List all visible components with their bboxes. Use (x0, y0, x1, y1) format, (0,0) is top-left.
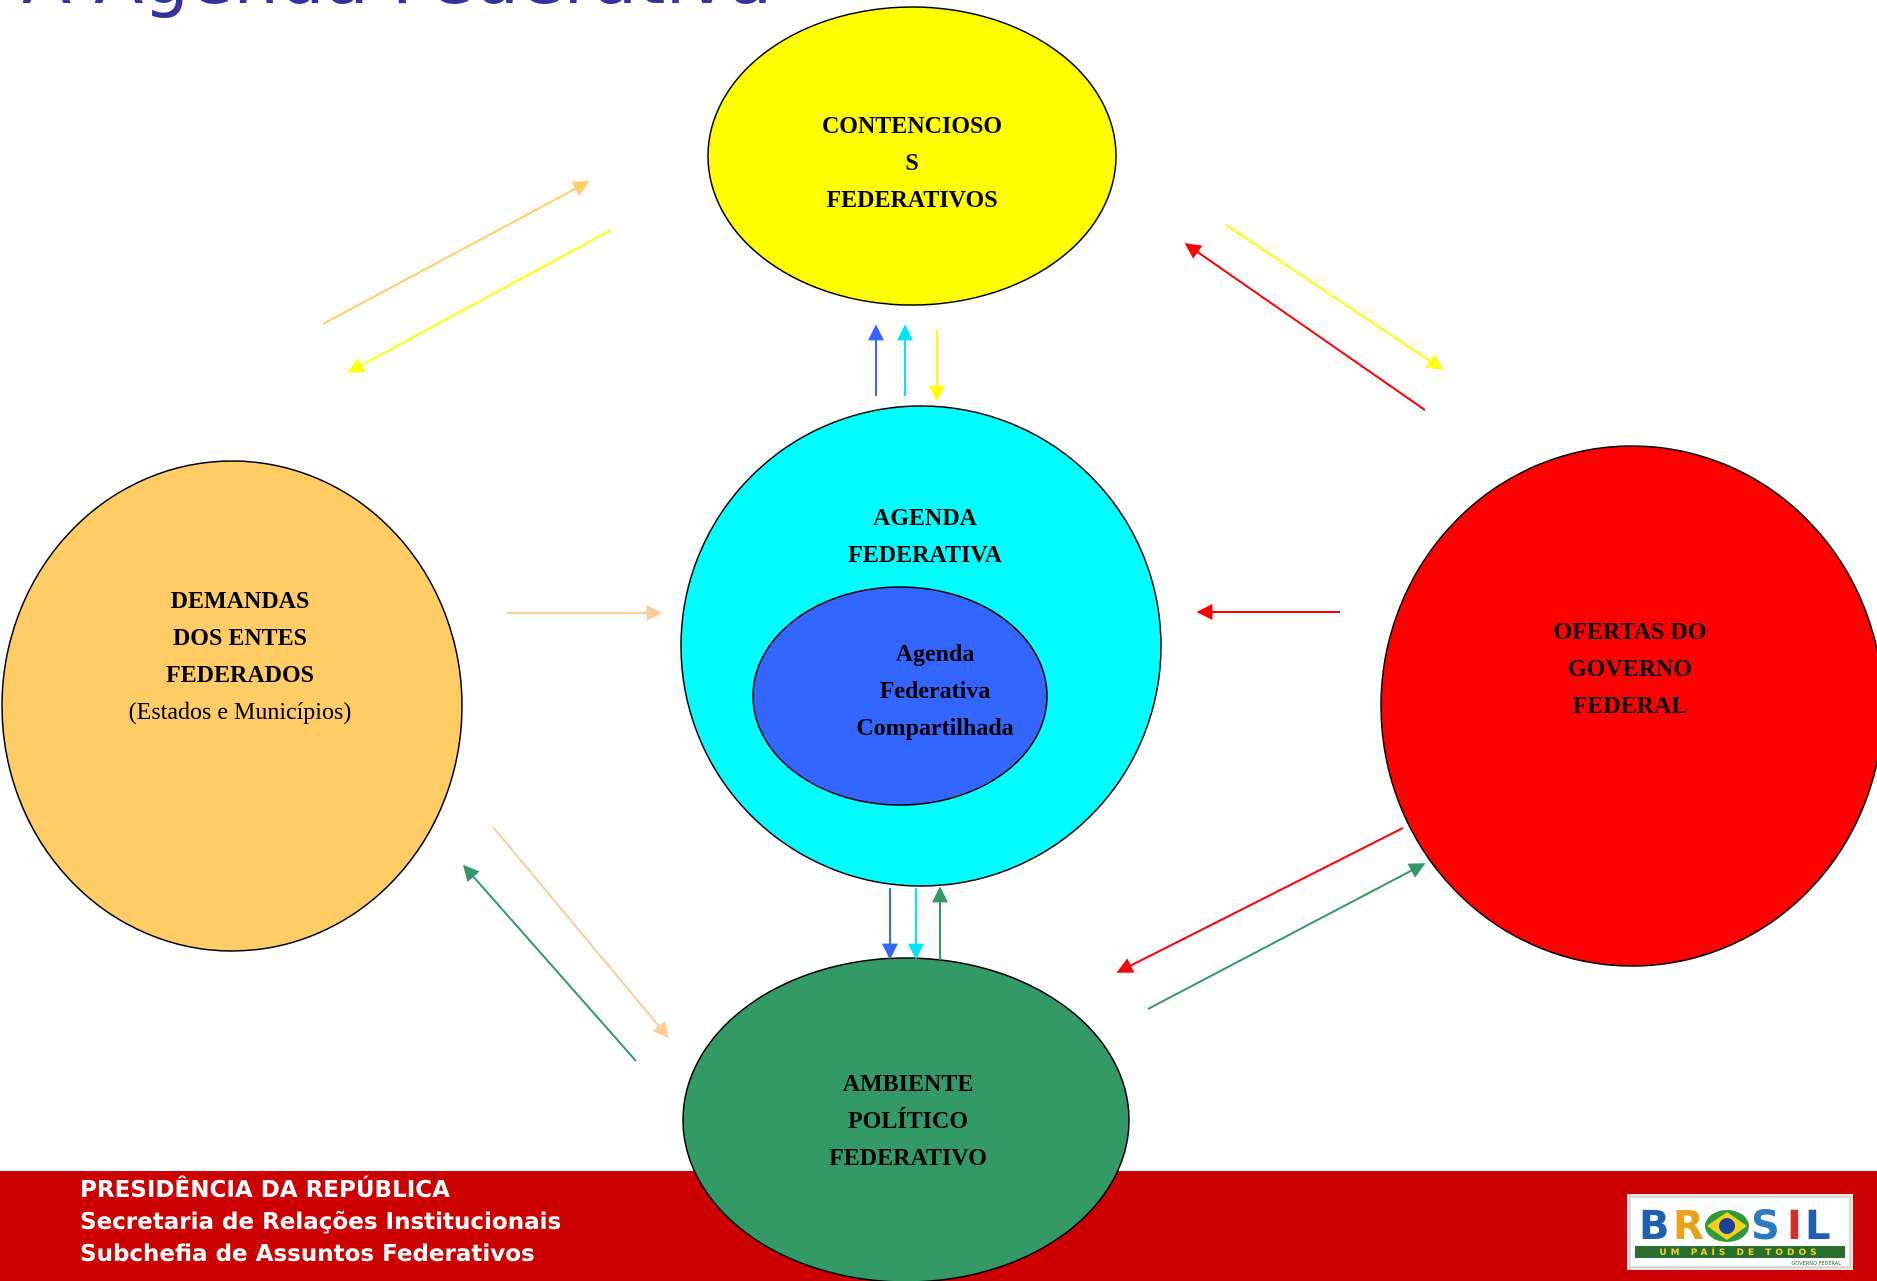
footer-text: PRESIDÊNCIA DA REPÚBLICA Secretaria de R… (80, 1174, 561, 1270)
footer-line-presidencia: PRESIDÊNCIA DA REPÚBLICA (80, 1177, 450, 1203)
agenda-label: AGENDA FEDERATIVA (848, 505, 1002, 568)
ambiente-label: AMBIENTE POLÍTICO FEDERATIVO (829, 1071, 987, 1171)
agenda-inner-label: Agenda Federativa Compartilhada (856, 641, 1014, 741)
svg-text:I: I (1787, 1203, 1802, 1249)
arrow-ofertas-to-contenciosos (1184, 243, 1426, 411)
arrow-contenciosos-to-ofertas (1225, 224, 1444, 370)
contenciosos-label: CONTENCIOSO S FEDERATIVOS (821, 113, 1003, 213)
demandas-node (1, 460, 463, 952)
footer-line-secretaria: Secretaria de Relações Institucionais (80, 1209, 562, 1235)
ambiente-node (682, 957, 1130, 1281)
agenda-inner-node (752, 586, 1048, 806)
arrow-demandas-to-contenciosos (322, 181, 590, 325)
demandas-label: DEMANDAS DOS ENTES FEDERADOS (Estados e … (128, 588, 352, 725)
svg-text:UM PAÍS DE TODOS: UM PAÍS DE TODOS (1659, 1246, 1820, 1258)
ofertas-label: OFERTAS DO GOVERNO FEDERAL (1553, 619, 1707, 719)
footer-line-subchefia: Subchefia de Assuntos Federativos (80, 1241, 535, 1267)
arrow-demandas-to-ambiente (492, 826, 670, 1039)
arrow-ambiente-to-ofertas (1147, 863, 1426, 1010)
page-title: A Agenda Federativa (22, 0, 772, 14)
svg-text:L: L (1805, 1203, 1831, 1249)
svg-text:GOVERNO FEDERAL: GOVERNO FEDERAL (1791, 1261, 1841, 1267)
arrow-ambiente-to-demandas (462, 864, 637, 1062)
contenciosos-node (707, 6, 1117, 306)
svg-text:R: R (1673, 1203, 1704, 1249)
brasil-logo: B R S I L UM PAÍS DE TODOS GOVERNO FEDER… (1627, 1194, 1853, 1270)
arrow-ofertas-to-ambiente (1116, 827, 1404, 973)
svg-text:S: S (1751, 1203, 1780, 1249)
svg-text:B: B (1639, 1203, 1670, 1249)
arrow-contenciosos-to-demandas (347, 229, 612, 373)
ofertas-node (1380, 445, 1877, 967)
